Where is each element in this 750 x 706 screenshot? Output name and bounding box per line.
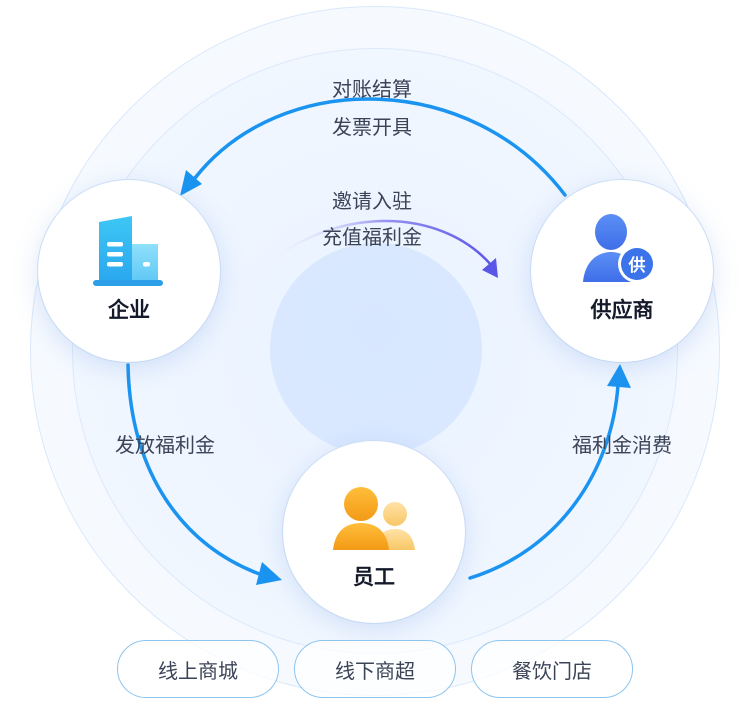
supplier-node: 供 供应商 — [531, 180, 713, 362]
issue-benefit-arrowhead — [256, 562, 282, 585]
issue-benefit-arrow — [126, 363, 264, 577]
scene-offline-supermarket[interactable]: 线下商超 — [294, 640, 456, 698]
settlement-arrowhead — [180, 170, 202, 196]
settlement-arrow — [193, 97, 567, 197]
flow-text-consume-benefit: 福利金消费 — [572, 433, 672, 457]
inner-circle — [270, 243, 482, 455]
consume-benefit-arrowhead — [607, 364, 631, 388]
scene-online-mall[interactable]: 线上商城 — [117, 640, 279, 698]
flow-text-recharge: 充值福利金 — [322, 225, 422, 249]
flow-text-invoice: 发票开具 — [332, 115, 412, 139]
employee-node: 员工 — [283, 441, 465, 623]
scene-restaurant[interactable]: 餐饮门店 — [471, 640, 633, 698]
employee-label: 员工 — [353, 565, 395, 589]
supplier-label: 供应商 — [590, 298, 654, 322]
flow-text-invite: 邀请入驻 — [332, 189, 412, 213]
consume-benefit-arrow — [468, 383, 620, 580]
flow-text-issue-benefit: 发放福利金 — [115, 433, 215, 457]
supplier-badge: 供 — [628, 255, 646, 276]
flow-text-settlement: 对账结算 — [332, 77, 412, 101]
building-icon — [93, 216, 163, 286]
supplier-person-icon: 供 — [583, 214, 656, 283]
employees-icon — [333, 487, 415, 550]
invite-arrow — [256, 219, 494, 274]
enterprise-label: 企业 — [108, 298, 150, 322]
enterprise-node: 企业 — [38, 180, 220, 362]
invite-arrowhead — [482, 258, 498, 278]
